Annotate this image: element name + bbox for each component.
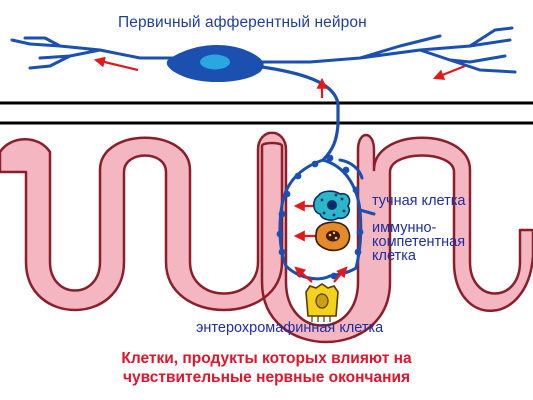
mast-cell-granules	[320, 193, 346, 217]
ec-cell-nucleus	[315, 293, 329, 309]
caption-line-2: чувствительные нервные окончания	[122, 369, 411, 386]
varicosity	[342, 166, 350, 174]
enterochromaffin-cell-label: энтерохромафинная клетка	[196, 320, 384, 336]
arrow-left-dendrite	[93, 56, 139, 72]
varicosity	[330, 272, 338, 280]
boundary-lines	[0, 101, 533, 125]
varicosity	[278, 248, 286, 256]
intestinal-villi	[0, 131, 533, 344]
varicosity	[278, 210, 286, 218]
varicosity	[354, 248, 362, 256]
nerve-ending-side-branch	[338, 158, 376, 216]
enterochromaffin-cell	[305, 283, 339, 322]
varicosity	[356, 228, 364, 236]
immune-cell-granules	[328, 231, 338, 240]
afferent-neuron	[10, 26, 517, 281]
neuron-nucleus	[200, 54, 230, 70]
immune-cell-nucleus	[326, 230, 340, 242]
varicosity	[294, 172, 302, 180]
neuron-left-dendrites	[10, 36, 182, 70]
arrow-right-dendrite	[432, 64, 466, 80]
immune-cell-label: иммунно- компетентная клетка	[372, 220, 466, 264]
varicosities	[276, 154, 364, 280]
ec-cell-microvilli	[311, 316, 331, 322]
varicosity	[311, 160, 319, 168]
mast-cell	[312, 190, 351, 221]
varicosity	[326, 154, 334, 162]
neuron-right-dendrites	[258, 26, 517, 74]
varicosity	[352, 186, 360, 194]
neuron-label: Первичный афферентный нейрон	[118, 14, 367, 31]
arrow-from-ec-cell-left	[294, 266, 313, 283]
immune-cell-label-line: компетентная	[372, 234, 466, 250]
varicosity	[276, 230, 284, 238]
immune-cell-label-line: клетка	[372, 248, 416, 264]
neuron-axon	[253, 64, 340, 162]
immune-cell	[315, 221, 351, 252]
immune-cell-label-line: иммунно-	[372, 220, 437, 236]
caption-line-1: Клетки, продукты которых влияют на	[121, 350, 412, 367]
mast-cell-label: тучная клетка	[372, 193, 466, 209]
mast-cell-nucleus	[327, 200, 337, 210]
arrow-from-ec-cell-right	[333, 266, 348, 283]
varicosity	[283, 190, 291, 198]
